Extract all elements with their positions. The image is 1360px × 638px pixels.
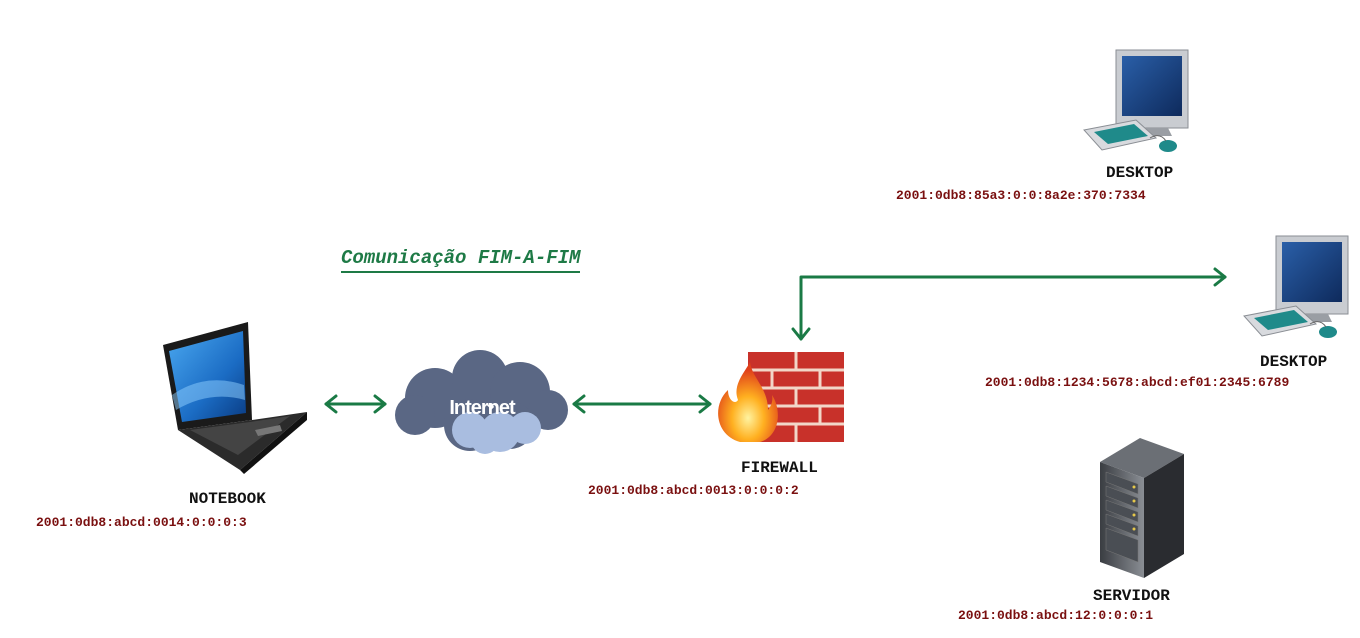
desktop2-name: DESKTOP <box>1260 353 1328 371</box>
desktop1-ip: 2001:0db8:85a3:0:0:8a2e:370:7334 <box>896 188 1146 203</box>
notebook-name: NOTEBOOK <box>189 490 266 508</box>
internet-cloud-icon <box>395 350 568 454</box>
desktop1-name: DESKTOP <box>1106 164 1174 182</box>
arrow-firewall-desktop <box>791 267 1227 341</box>
desktop-icon <box>1083 49 1189 152</box>
laptop-icon <box>163 322 307 474</box>
arrow-notebook-internet <box>324 394 387 414</box>
notebook-ip: 2001:0db8:abcd:0014:0:0:0:3 <box>36 515 247 530</box>
firewall-name: FIREWALL <box>741 459 818 477</box>
desktop-icon <box>1243 235 1349 338</box>
server-icon <box>1100 438 1184 578</box>
firewall-icon <box>718 352 844 442</box>
diagram-title: Comunicação FIM-A-FIM <box>341 247 581 273</box>
desktop2-ip: 2001:0db8:1234:5678:abcd:ef01:2345:6789 <box>985 375 1290 390</box>
servidor-name: SERVIDOR <box>1093 587 1170 605</box>
firewall-ip: 2001:0db8:abcd:0013:0:0:0:2 <box>588 483 799 498</box>
servidor-ip: 2001:0db8:abcd:12:0:0:0:1 <box>958 608 1154 623</box>
arrow-internet-firewall <box>572 394 712 414</box>
internet-cloud-label: Internet <box>449 397 516 419</box>
